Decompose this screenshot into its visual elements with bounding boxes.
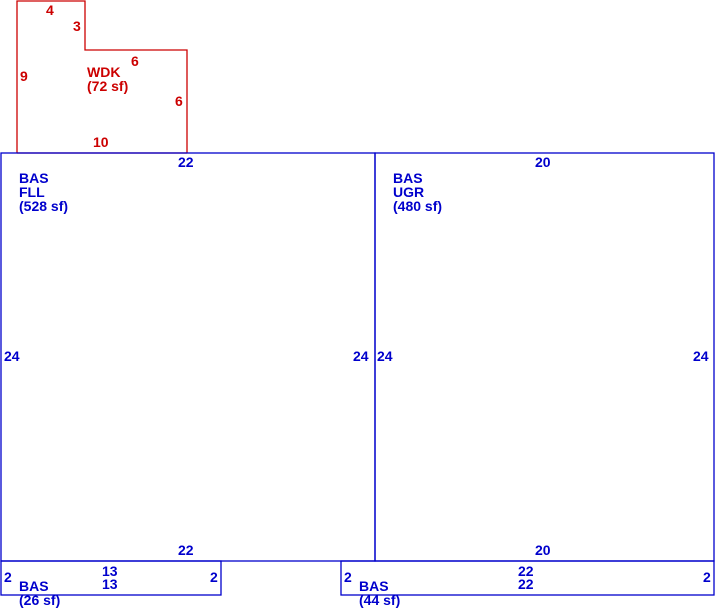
bas-ugr-area: (480 sf) xyxy=(393,198,443,214)
wdk-code: WDK xyxy=(87,64,121,80)
bas-fll-outline xyxy=(0,152,376,562)
bas-ugr-code: BAS xyxy=(393,170,423,186)
bas-small-left-area-label: BAS (26 sf) xyxy=(19,579,60,607)
wdk-area-label: WDK (72 sf) xyxy=(87,65,128,93)
wdk-dim-step: 3 xyxy=(73,18,81,34)
wdk-dim-top: 4 xyxy=(46,2,54,18)
bas-fll-code: BAS xyxy=(19,170,49,186)
bas-fll-area-label: BAS FLL (528 sf) xyxy=(19,171,68,213)
bas-small-left-code: BAS xyxy=(19,578,49,594)
wdk-dim-right: 6 xyxy=(175,93,183,109)
sr-dim-top-a: 22 xyxy=(518,563,534,579)
bas-small-left-outline xyxy=(0,560,222,596)
sl-dim-left: 2 xyxy=(4,569,12,585)
wdk-dim-left: 9 xyxy=(20,68,28,84)
sl-dim-right: 2 xyxy=(210,569,218,585)
bas-ugr-sub: UGR xyxy=(393,184,425,200)
sr-dim-top-b: 22 xyxy=(518,576,534,592)
bas-fll-sub: FLL xyxy=(19,184,45,200)
wdk-dim-upper-right: 6 xyxy=(131,53,139,69)
sr-dim-left: 2 xyxy=(344,569,352,585)
bas-small-right-area-label: BAS (44 sf) xyxy=(359,579,400,607)
fll-dim-right: 24 xyxy=(353,348,369,364)
bas-ugr-outline xyxy=(374,152,715,562)
bas-small-right-outline xyxy=(340,560,715,596)
wdk-outline xyxy=(16,0,188,153)
ugr-dim-bottom: 20 xyxy=(535,542,551,558)
bas-small-left-area: (26 sf) xyxy=(19,592,61,608)
wdk-dim-bottom: 10 xyxy=(93,134,109,150)
fll-dim-bottom: 22 xyxy=(178,542,194,558)
wdk-area: (72 sf) xyxy=(87,78,129,94)
ugr-dim-left: 24 xyxy=(377,348,393,364)
sr-dim-right: 2 xyxy=(703,569,711,585)
sl-dim-top-b: 13 xyxy=(102,576,118,592)
fll-dim-top: 22 xyxy=(178,154,194,170)
ugr-dim-top: 20 xyxy=(535,154,551,170)
sl-dim-top-a: 13 xyxy=(102,563,118,579)
bas-ugr-area-label: BAS UGR (480 sf) xyxy=(393,171,442,213)
bas-small-right-area: (44 sf) xyxy=(359,592,401,608)
bas-small-right-code: BAS xyxy=(359,578,389,594)
ugr-dim-right: 24 xyxy=(693,348,709,364)
fll-dim-left: 24 xyxy=(4,348,20,364)
bas-fll-area: (528 sf) xyxy=(19,198,69,214)
